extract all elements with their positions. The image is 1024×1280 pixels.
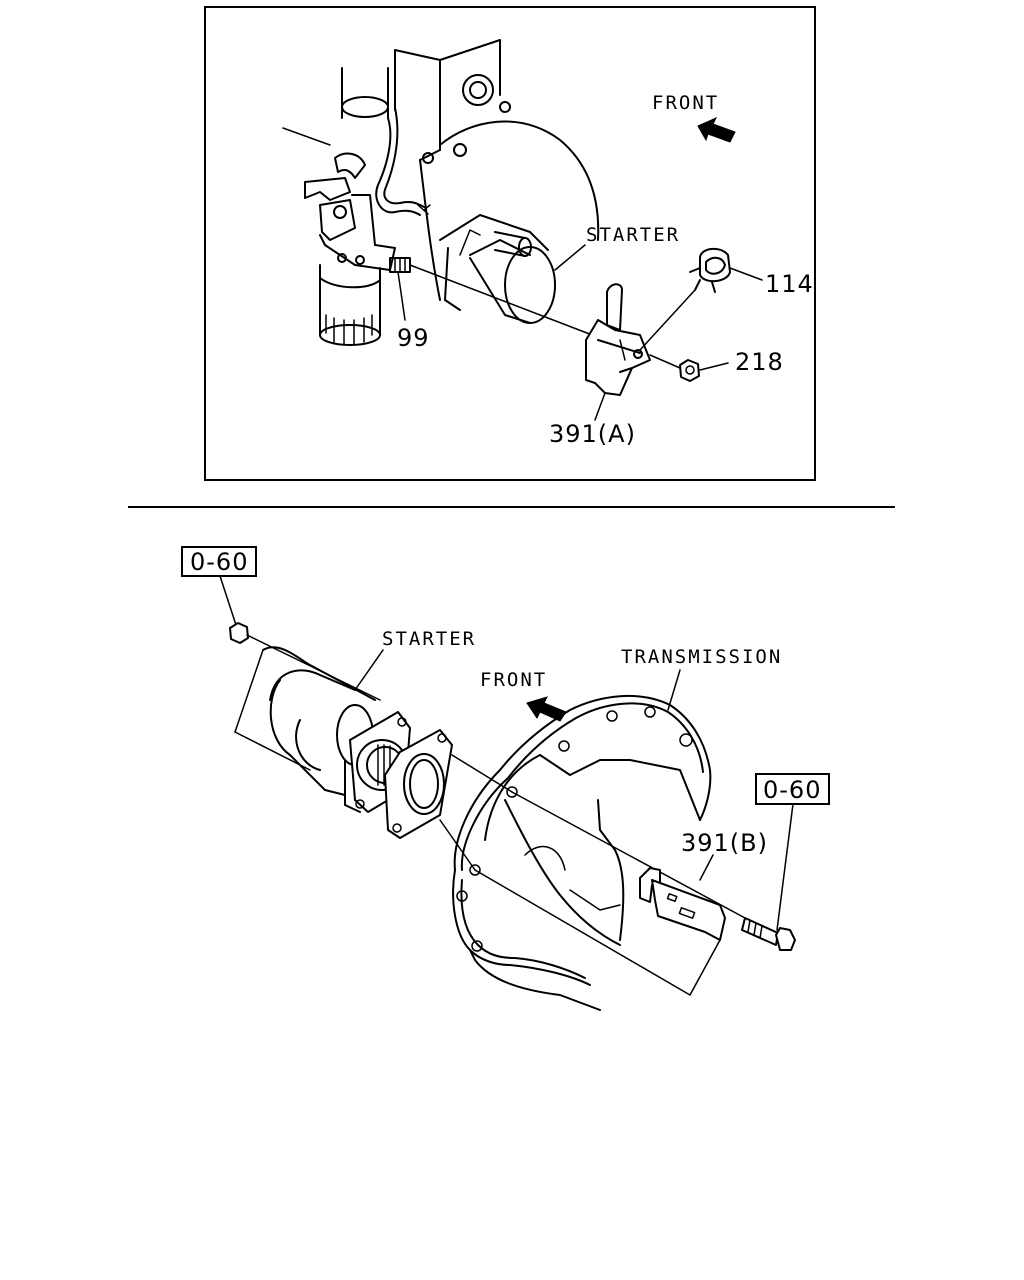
nut-left-drawing [229,622,249,644]
transmission-housing-drawing [439,695,746,1011]
ref-box-right-text: 0-60 [763,776,821,804]
callout-391a-leader [594,392,606,421]
engine-block-drawing [282,39,601,346]
starter-leader [554,244,586,271]
ref-left-leader [219,575,237,626]
bottom-figure: 0-60 [181,546,830,1011]
callout-99-leader [397,271,406,321]
top-figure-frame [204,6,816,481]
starter-leader-bottom [354,649,384,691]
ref-box-left-text: 0-60 [190,548,248,576]
callout-218: 218 [735,348,784,376]
nut-218-drawing [649,354,729,382]
front-label-bottom: FRONT [480,669,547,691]
transmission-label: TRANSMISSION [621,646,782,668]
transmission-leader [667,669,681,711]
callout-114: 114 [765,270,814,298]
ref-box-left [181,546,257,577]
front-arrow-bottom [526,696,567,722]
starter-label-top: STARTER [586,224,680,246]
starter-label-bottom: STARTER [382,628,476,650]
bolt-right-drawing [741,917,796,951]
ref-right-leader [776,803,794,931]
callout-391a: 391(A) [549,420,636,448]
starter-motor-drawing [234,634,453,839]
top-figure: FRONT STARTER 114 218 99 391(A) [204,6,816,481]
clip-114-drawing [639,247,763,351]
callout-391b: 391(B) [681,829,768,857]
front-label-top: FRONT [652,92,719,114]
bracket-391b-drawing [639,854,726,941]
bracket-391a-drawing [585,283,651,396]
callout-99: 99 [397,324,430,352]
front-arrow [697,116,736,143]
